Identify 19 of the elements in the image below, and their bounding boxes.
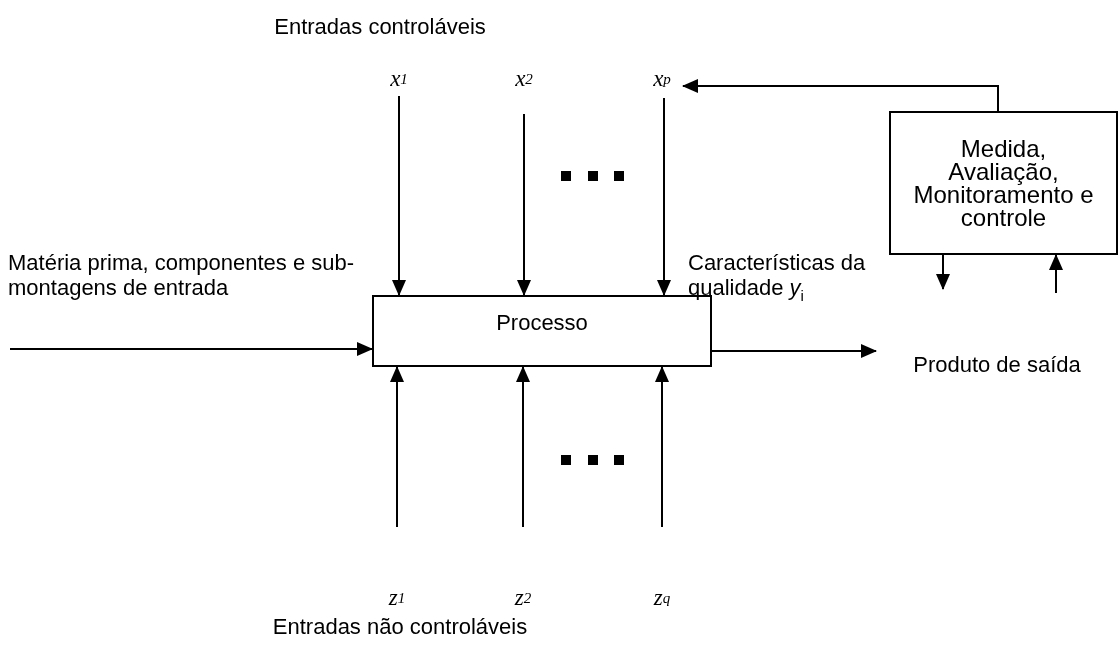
arrow xyxy=(655,366,669,528)
arrow xyxy=(390,366,404,528)
arrow xyxy=(682,79,999,112)
caption-text: Matéria prima, componentes e sub-montagens de entrada xyxy=(8,250,356,300)
caption-text: Entradas controláveis xyxy=(273,14,487,39)
arrow xyxy=(392,95,406,296)
output-label: Produto de saída xyxy=(878,345,1116,385)
arrow xyxy=(936,254,950,290)
arrow xyxy=(517,113,531,296)
arrow xyxy=(657,97,671,296)
arrow xyxy=(1049,254,1063,294)
arrow xyxy=(711,344,877,358)
arrow xyxy=(516,366,530,528)
arrow xyxy=(9,342,373,356)
caption-text: Características da qualidade y$_{i}$ xyxy=(688,250,867,300)
box-text: Medida, Avaliação, Monitoramento e controle xyxy=(913,137,1094,229)
control-box xyxy=(889,111,1118,255)
box-text: Processo xyxy=(496,311,588,334)
caption-text: Entradas não controláveis xyxy=(271,614,529,639)
